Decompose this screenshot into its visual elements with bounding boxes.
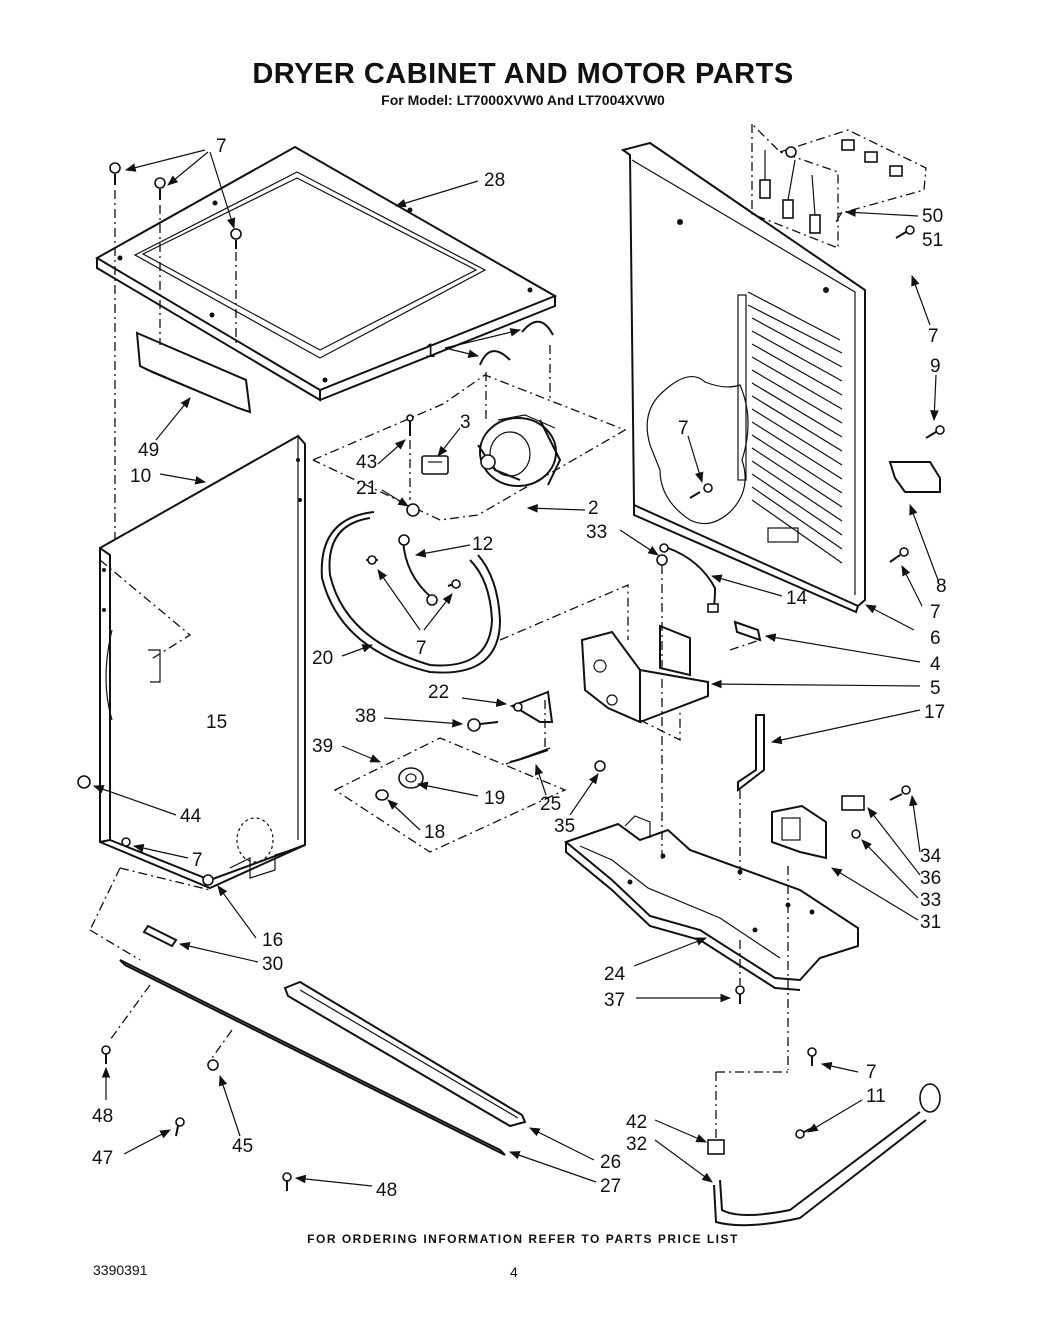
callout-45: 45 [232, 1136, 253, 1157]
terminal-block [751, 123, 927, 249]
callout-4: 4 [930, 654, 941, 675]
callout-42: 42 [626, 1112, 647, 1133]
callout-21: 21 [356, 478, 377, 499]
callout-48: 48 [92, 1106, 113, 1127]
callout-18: 18 [424, 822, 445, 843]
ordering-note: FOR ORDERING INFORMATION REFER TO PARTS … [307, 1232, 739, 1246]
top-panel [94, 145, 558, 402]
callout-7: 7 [192, 850, 203, 871]
callout-labels: 7 28 50 51 7 1 9 3 7 49 43 10 21 2 33 12… [92, 136, 947, 1201]
callout-50: 50 [922, 206, 943, 227]
callout-34: 34 [920, 846, 942, 867]
diagram-title: DRYER CABINET AND MOTOR PARTS [252, 58, 794, 90]
callout-1: 1 [425, 341, 436, 362]
callout-43: 43 [356, 452, 377, 473]
callout-6: 6 [930, 628, 941, 649]
callout-31: 31 [920, 912, 941, 933]
callout-19: 19 [484, 788, 505, 809]
callout-38: 38 [355, 706, 376, 727]
side-panel [99, 434, 306, 890]
callout-36: 36 [920, 868, 941, 889]
callout-7: 7 [216, 136, 227, 157]
callout-28: 28 [484, 170, 505, 191]
idler-assembly [333, 690, 606, 853]
callout-24: 24 [604, 964, 626, 985]
callout-20: 20 [312, 648, 333, 669]
callout-7: 7 [930, 602, 941, 623]
callout-35: 35 [554, 816, 575, 837]
callout-15: 15 [206, 712, 227, 733]
motor-assembly [312, 320, 627, 521]
callout-7: 7 [866, 1062, 877, 1083]
callout-32: 32 [626, 1134, 647, 1155]
rear-panel [620, 141, 866, 614]
wire-harness [656, 543, 762, 860]
callout-30: 30 [262, 954, 283, 975]
callout-39: 39 [312, 736, 333, 757]
callout-44: 44 [180, 806, 202, 827]
callout-17: 17 [924, 702, 945, 723]
callout-33: 33 [586, 522, 607, 543]
document-number: 3390391 [93, 1262, 148, 1278]
callout-8: 8 [936, 576, 947, 597]
misc-screws [77, 225, 945, 1191]
top-screws [109, 162, 242, 540]
callout-7: 7 [416, 638, 427, 659]
leader-lines [92, 149, 939, 1187]
callout-37: 37 [604, 990, 625, 1011]
callout-33: 33 [920, 890, 941, 911]
motor-mount [499, 584, 761, 742]
page-number: 4 [510, 1264, 518, 1280]
front-trim [89, 867, 527, 1156]
callout-2: 2 [588, 498, 599, 519]
callout-48: 48 [376, 1180, 397, 1201]
callout-26: 26 [600, 1152, 621, 1173]
bracket-49 [135, 331, 252, 414]
callout-5: 5 [930, 678, 941, 699]
model-subtitle: For Model: LT7000XVW0 And LT7004XVW0 [381, 92, 665, 108]
callout-22: 22 [428, 682, 449, 703]
callout-11: 11 [866, 1086, 886, 1107]
callout-3: 3 [460, 412, 471, 433]
callout-47: 47 [92, 1148, 113, 1169]
callout-7: 7 [928, 326, 939, 347]
base-screws [735, 940, 817, 1066]
callout-7: 7 [678, 418, 689, 439]
callout-49: 49 [138, 440, 159, 461]
callout-12: 12 [472, 534, 493, 555]
callout-14: 14 [786, 588, 808, 609]
callout-51: 51 [922, 230, 943, 251]
callout-9: 9 [930, 356, 941, 377]
callout-16: 16 [262, 930, 283, 951]
callout-27: 27 [600, 1176, 621, 1197]
callout-10: 10 [130, 466, 151, 487]
base-plate [563, 785, 911, 1070]
power-cord [707, 1071, 941, 1227]
callout-25: 25 [540, 794, 561, 815]
bracket-17 [737, 714, 765, 880]
drive-belt [320, 511, 502, 674]
